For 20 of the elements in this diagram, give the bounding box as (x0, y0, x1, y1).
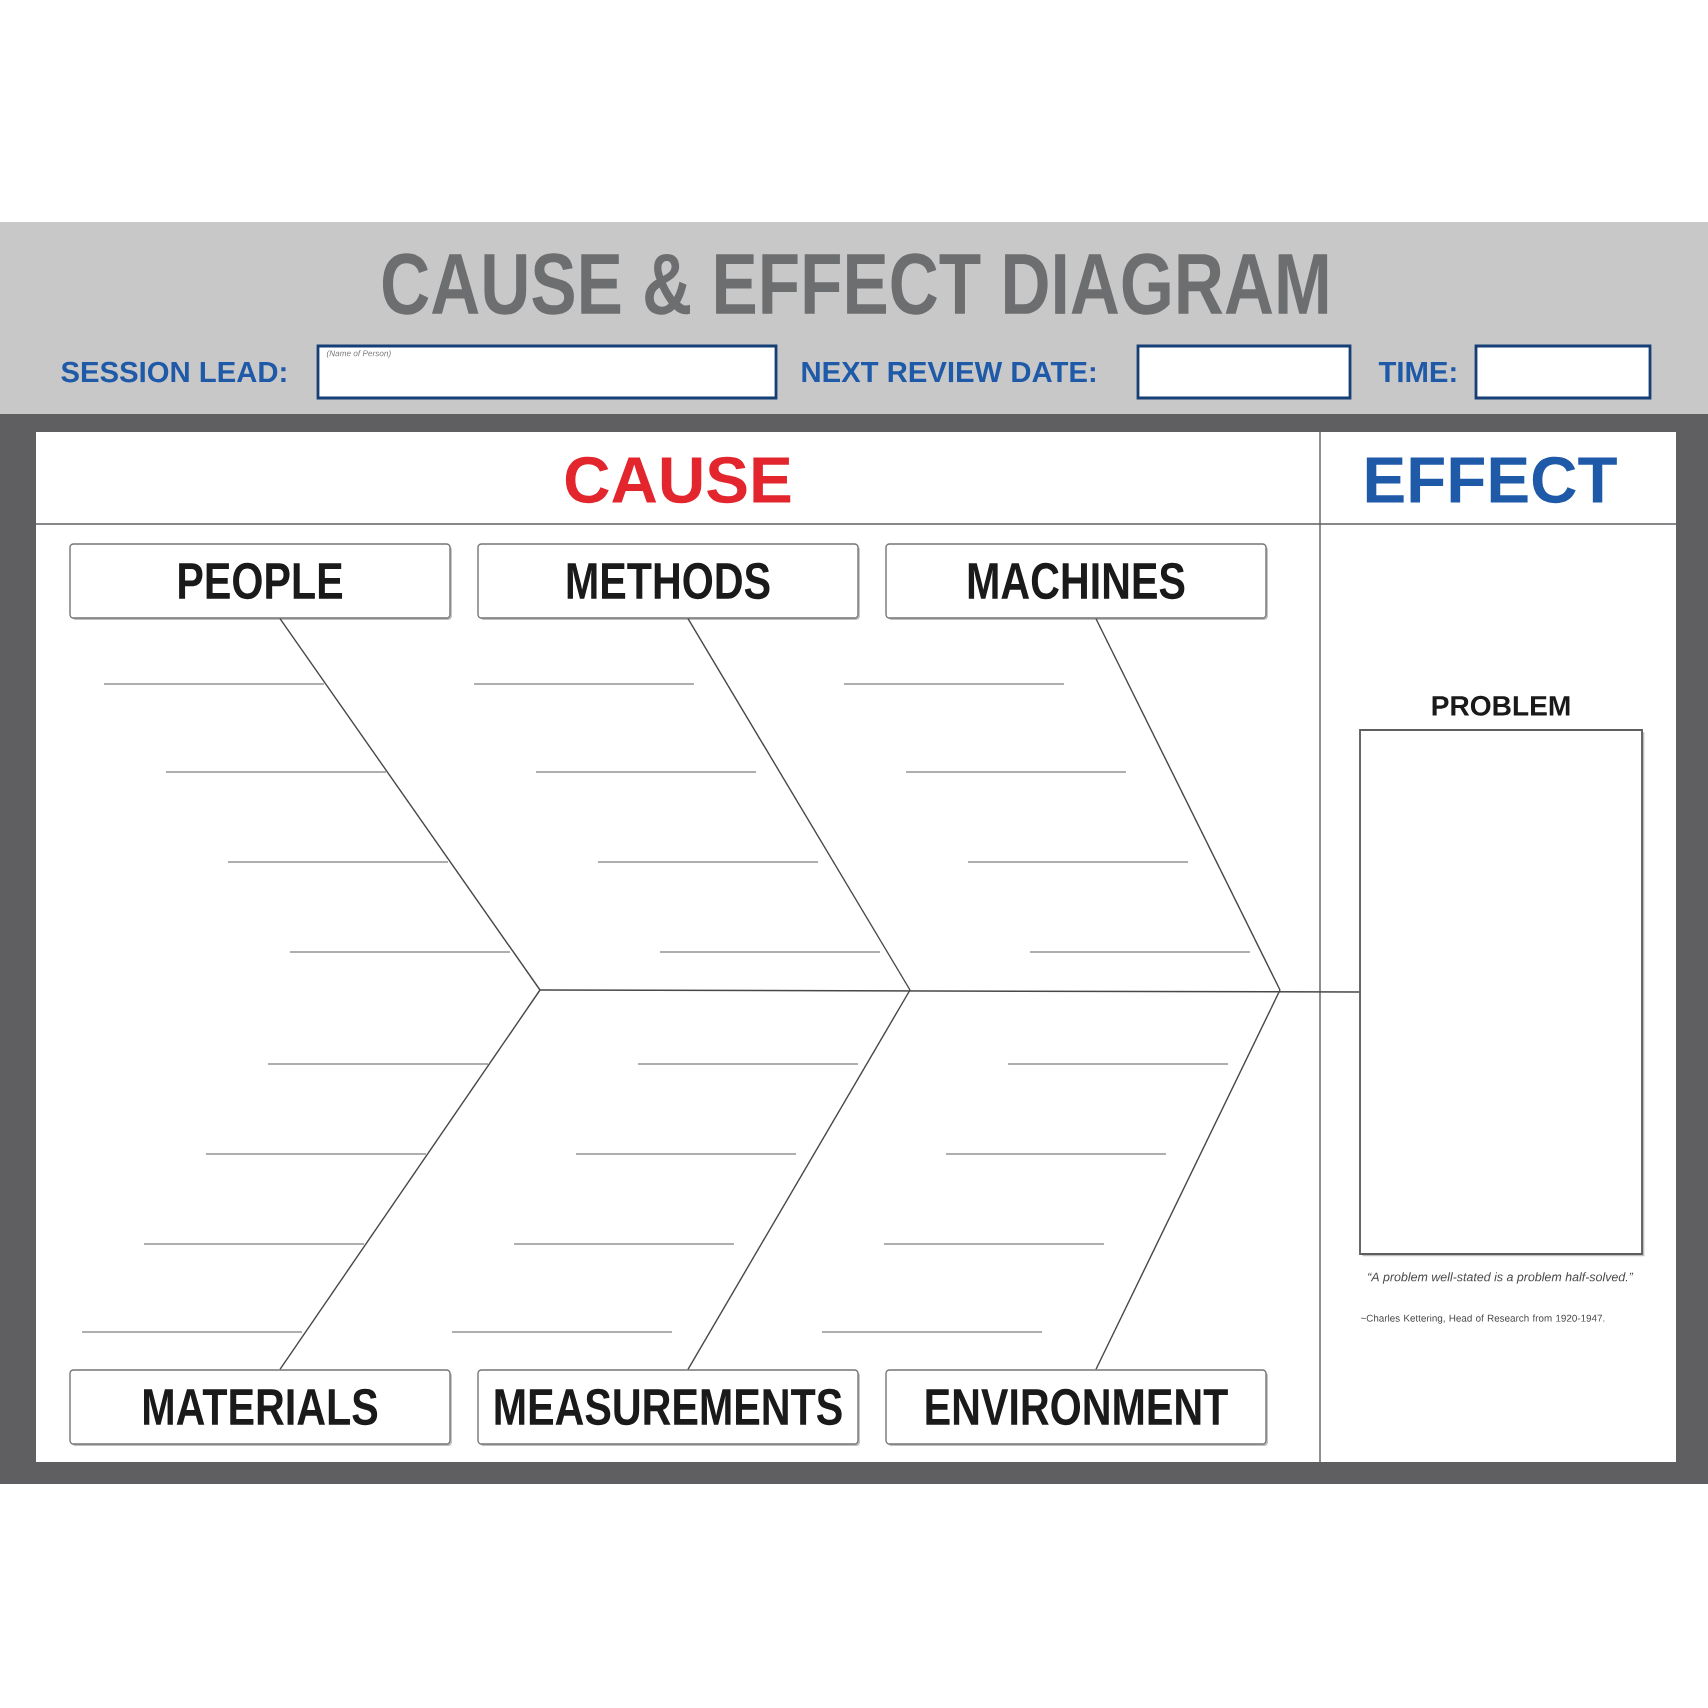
category-box: MACHINES (885, 543, 1268, 620)
category-box: METHODS (477, 543, 860, 620)
bone-line (687, 618, 911, 991)
field-label: NEXT REVIEW DATE: (802, 361, 1095, 383)
field-label: SESSION LEAD: (61, 361, 286, 383)
category-box: MEASUREMENTS (477, 1369, 860, 1446)
category-box: ENVIRONMENT (885, 1369, 1268, 1446)
bone-line (1095, 618, 1281, 991)
title: CAUSE & EFFECT DIAGRAM (383, 253, 1328, 315)
column-heading: EFFECT (1366, 456, 1617, 504)
bone-line (279, 618, 541, 991)
problem-heading: PROBLEM (1432, 695, 1570, 716)
column-heading: CAUSE (565, 456, 791, 504)
bone-line (279, 989, 541, 1370)
bone-line (539, 989, 1360, 993)
bone-line (687, 989, 911, 1370)
category-box: MATERIALS (69, 1369, 452, 1446)
bone-line (1095, 989, 1281, 1370)
field-label: TIME: (1378, 361, 1456, 383)
category-box: PEOPLE (69, 543, 452, 620)
